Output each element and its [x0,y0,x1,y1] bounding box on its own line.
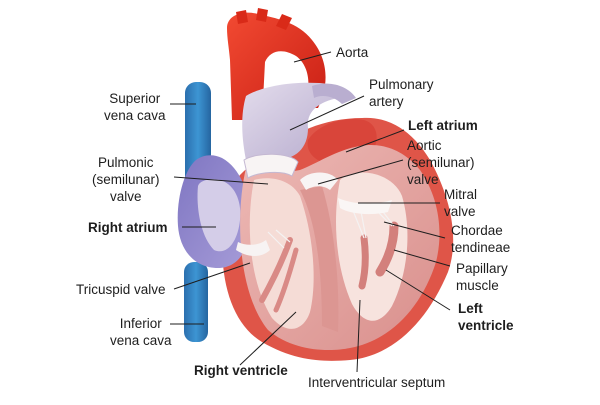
leader-line-right-ventricle [239,311,297,366]
label-line: (semilunar) [92,172,160,187]
label-tricuspid-valve: Tricuspid valve [76,282,166,297]
leader-line-pulmonary-artery [289,95,365,131]
label-line: muscle [456,278,499,293]
leader-line-aorta [293,51,332,63]
label-line: valve [407,172,439,187]
label-papillary-muscle: Papillary muscle [456,260,508,294]
label-inferior-vena-cava: Inferior vena cava [110,315,172,349]
leader-line-papillary-muscle [393,249,451,267]
right-atrium-interior [197,179,241,252]
label-line: Papillary [456,261,508,276]
leader-line-interventricular-septum [356,299,361,373]
label-line: ventricle [458,318,514,333]
label-line: Aortic [407,138,442,153]
aortic-valve-shape [300,172,338,190]
label-left-atrium: Left atrium [408,118,478,133]
aorta-branch [276,14,292,30]
label-line: Superior [109,91,161,106]
papillary-muscle-shape [375,221,399,277]
label-line: Mitral [444,187,477,202]
label-chordae-tendineae: Chordae tendineae [451,222,510,256]
pulmonary-artery [242,82,338,160]
label-line: valve [444,204,476,219]
label-line: Pulmonary [369,77,434,92]
interventricular-septum [300,186,339,332]
label-mitral-valve: Mitral valve [444,186,477,220]
leader-line-aortic-valve [317,159,404,185]
leader-line-pulmonic-valve [173,176,269,185]
label-line: artery [369,94,404,109]
label-right-atrium: Right atrium [88,220,168,235]
label-interventricular-septum: Interventricular septum [308,375,446,390]
label-line: tendineae [451,240,511,255]
label-line: Pulmonic [97,155,154,170]
pulmonic-valve-shape [243,153,299,179]
label-line: Left [458,301,483,316]
leader-line-chordae-tendineae [383,221,446,239]
label-right-ventricle: Right ventricle [194,363,288,378]
pulmonary-artery-branch [312,83,356,104]
leader-line-tricuspid-valve [173,262,251,290]
label-pulmonic-valve: Pulmonic (semilunar) valve [92,154,160,205]
tricuspid-valve-shape [236,240,270,256]
label-line: (semilunar) [407,155,475,170]
label-line: vena cava [110,333,172,348]
label-line: Inferior [119,316,162,331]
inferior-vena-cava [184,262,208,342]
label-aortic-valve: Aortic (semilunar) valve [407,137,475,188]
aorta-branch [256,8,268,22]
trabeculae [273,247,299,313]
label-line: Chordae [451,223,503,238]
aorta-branch [236,10,248,24]
mitral-valve-shape [338,198,392,215]
leader-line-left-ventricle [385,269,451,311]
label-line: vena cava [104,108,166,123]
label-line: valve [110,189,142,204]
label-left-ventricle: Left ventricle [458,300,514,334]
label-aorta: Aorta [336,45,369,60]
leader-line-left-atrium [345,129,405,153]
label-superior-vena-cava: Superior vena cava [104,90,166,124]
trabeculae [259,237,293,303]
label-pulmonary-artery: Pulmonary artery [369,76,434,110]
papillary-muscle-shape [358,234,369,290]
